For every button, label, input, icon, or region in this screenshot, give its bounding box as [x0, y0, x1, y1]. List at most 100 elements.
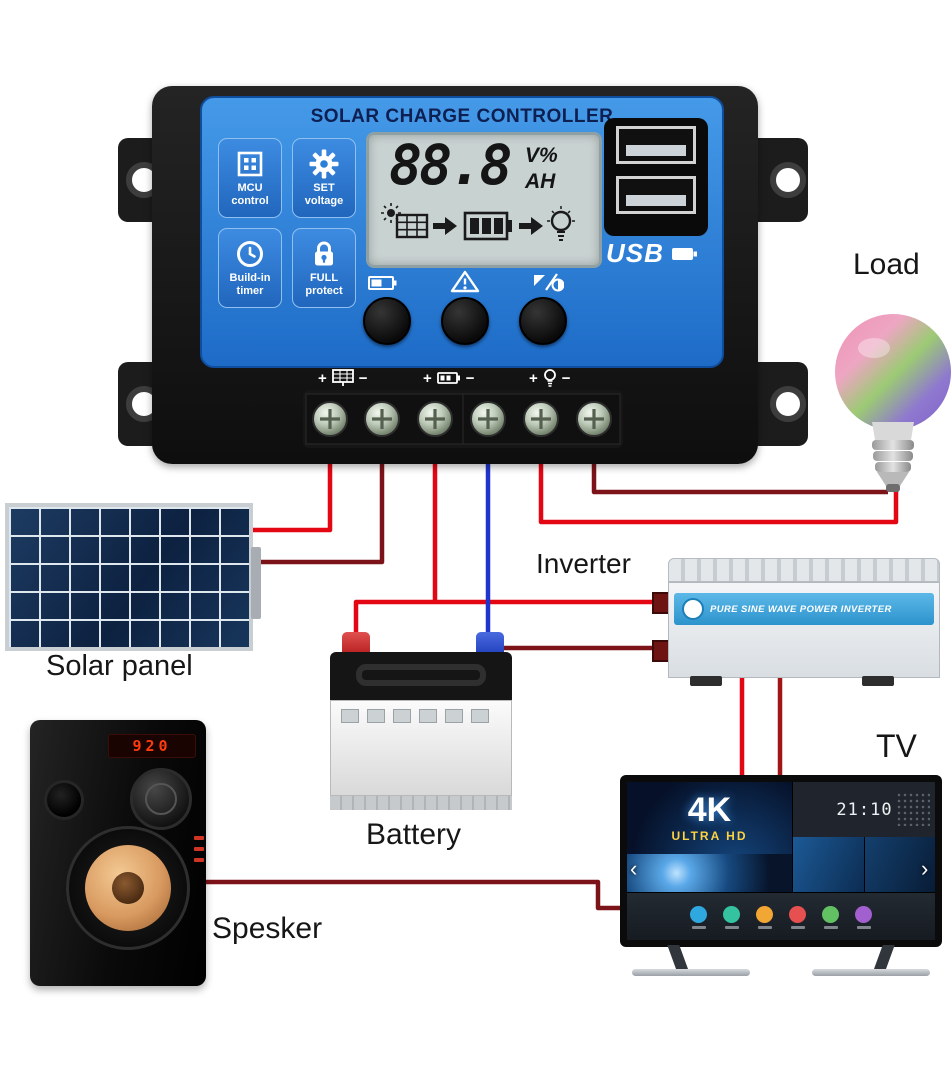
solar-panel-mini-icon: [331, 369, 354, 386]
terminal-label-load: + −: [529, 368, 571, 388]
inverter-foot: [690, 676, 722, 686]
battery: [330, 630, 512, 812]
feature-label: SET voltage: [304, 181, 344, 207]
battery-mini-icon: [436, 372, 460, 384]
terminal-block: [303, 390, 623, 448]
usb-battery-icon: [671, 247, 697, 260]
solar-panel-icon: [395, 213, 429, 239]
tv-dot-grid: [896, 792, 930, 826]
load-bulb: [835, 314, 951, 492]
controller-title: SOLAR CHARGE CONTROLLER: [310, 106, 614, 127]
battery-top: [330, 652, 512, 700]
bulb-globe: [835, 314, 951, 430]
tv-bezel: 4K ULTRA HD 21:10: [620, 775, 942, 947]
solar-panel-label: Solar panel: [46, 650, 193, 682]
arrow-right-icon: [519, 217, 543, 235]
lcd-unit-volt-percent: V%: [525, 144, 558, 167]
load-label: Load: [853, 248, 920, 281]
usb-port-1: [616, 126, 696, 164]
tv-clock-text: 21:10: [836, 799, 893, 820]
speaker-cone: [85, 845, 171, 931]
battery-vent-caps: [341, 709, 489, 723]
bulb-icon: [547, 206, 575, 241]
tv-stand-base: [632, 969, 750, 976]
controller-button-left: [363, 297, 411, 345]
inverter-front-panel: PURE SINE WAVE POWER INVERTER: [668, 582, 940, 678]
usb-text: USB: [606, 238, 664, 268]
mcu-chip-icon: [237, 151, 263, 177]
lcd-unit-amp-hour: AH: [525, 170, 556, 193]
clock-icon: [237, 240, 263, 267]
inverter-label: Inverter: [536, 548, 631, 579]
terminal-screws: [312, 401, 612, 437]
tv-leg: [667, 945, 689, 971]
feature-label: FULL protect: [305, 271, 343, 297]
tv-screen: 4K ULTRA HD 21:10: [627, 782, 935, 940]
minus-sign: −: [358, 369, 368, 387]
usb-label-row: USB: [606, 238, 699, 269]
plus-sign: +: [423, 369, 432, 387]
speaker-label: Spesker: [212, 912, 323, 945]
tv-app-icon: [723, 905, 740, 929]
controller-button-middle: [441, 297, 489, 345]
terminal-label-battery: + −: [423, 368, 475, 388]
usb-port-block: [604, 118, 708, 236]
tv-app-icon: [789, 905, 806, 929]
speaker-dust-cap: [112, 872, 144, 904]
tv-app-row: [627, 892, 935, 940]
mount-hole: [770, 162, 806, 198]
feature-mcu-control: MCU control: [218, 138, 282, 218]
bulb-highlight: [858, 338, 890, 358]
tv-thumbnail: [864, 837, 935, 892]
inverter-stripe-text: PURE SINE WAVE POWER INVERTER: [710, 603, 892, 615]
bulb-screw-base: [872, 440, 914, 492]
tv-app-icon: [855, 905, 872, 929]
tv-thumbnail-row: [792, 837, 935, 892]
lcd-flow-icons: [381, 203, 575, 241]
tv-app-icon: [822, 905, 839, 929]
feature-label: MCU control: [231, 181, 269, 207]
arrow-right-icon: [433, 217, 457, 235]
plus-sign: +: [318, 369, 327, 387]
dusk-sensor-icon: [534, 273, 564, 292]
feature-label: Build-in timer: [229, 271, 271, 297]
tv-label: TV: [876, 728, 917, 764]
battery-body: [330, 700, 512, 796]
tv-4k-text: 4K: [687, 791, 732, 829]
battery-base: [330, 796, 512, 810]
tv-thumbnail: [793, 837, 865, 892]
wire-speaker-to-tv: [200, 879, 628, 911]
plus-sign: +: [529, 369, 538, 387]
inverter-stripe: PURE SINE WAVE POWER INVERTER: [674, 593, 934, 625]
padlock-icon: [315, 241, 333, 266]
solar-charge-controller: SOLAR CHARGE CONTROLLER MCU control: [152, 86, 758, 464]
speaker: 920: [30, 720, 206, 986]
bulb-neck: [872, 422, 914, 440]
battery-handle: [356, 664, 486, 686]
minus-sign: −: [465, 369, 475, 387]
battery-status-icon: [368, 276, 397, 290]
inverter-logo-icon: [682, 598, 704, 620]
tv-stand-base: [812, 969, 930, 976]
feature-set-voltage: SET voltage: [292, 138, 356, 218]
lcd-value: 88.8: [389, 133, 512, 197]
speaker-woofer: [66, 826, 190, 950]
chevron-right-icon: ›: [921, 856, 929, 881]
battery-icon: [463, 211, 512, 241]
controller-front-panel: SOLAR CHARGE CONTROLLER MCU control: [200, 96, 724, 368]
inverter: PURE SINE WAVE POWER INVERTER: [650, 552, 945, 697]
speaker-volume-knob: [130, 768, 192, 830]
feature-buildin-timer: Build-in timer: [218, 228, 282, 308]
wire-load-positive: [538, 458, 899, 525]
inverter-foot: [862, 676, 894, 686]
inverter-heatsink-top: [668, 558, 940, 582]
solar-panel-connector: [251, 547, 261, 619]
tv-ultra-hd-text: ULTRA HD: [671, 829, 748, 843]
tv-clock-panel: 21:10: [792, 782, 935, 837]
solar-panel: [5, 503, 261, 651]
speaker-indicator-lights: [194, 836, 204, 862]
chevron-left-icon: ‹: [630, 856, 638, 881]
warning-triangle-icon: [450, 270, 480, 293]
wire-solar-negative: [240, 458, 385, 565]
speaker-led-display: 920: [108, 734, 196, 758]
